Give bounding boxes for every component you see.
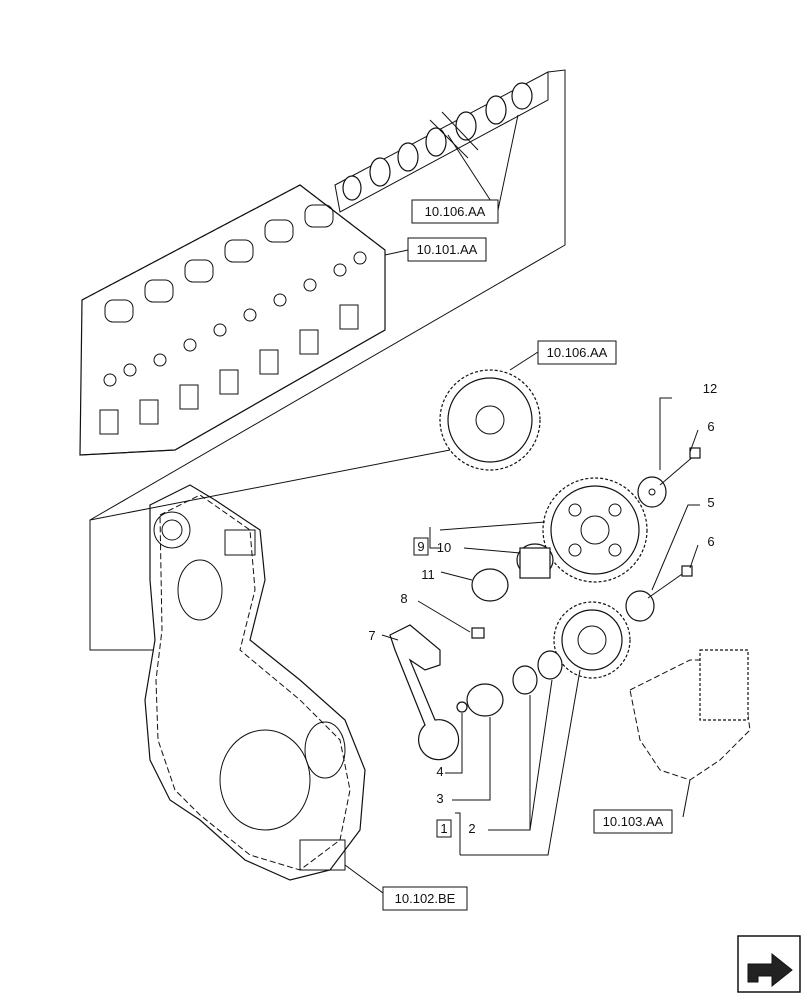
ref-flywheel-housing-label: 10.102.BE bbox=[395, 891, 456, 906]
pin-11 bbox=[471, 568, 509, 602]
ref-camshaft-gear[interactable]: 10.106.AA bbox=[537, 340, 617, 365]
callout-10: 10 bbox=[437, 540, 451, 555]
idler-gear-lower bbox=[553, 601, 631, 679]
cylinder-head bbox=[79, 184, 386, 456]
callout-8: 8 bbox=[400, 591, 407, 606]
camshaft bbox=[334, 71, 549, 213]
callout-2: 2 bbox=[468, 821, 475, 836]
callout-3: 3 bbox=[436, 791, 443, 806]
callout-9: 9 bbox=[417, 539, 424, 554]
camshaft-drive-gear bbox=[439, 369, 541, 471]
callout-7: 7 bbox=[368, 628, 375, 643]
callout-1: 1 bbox=[440, 821, 447, 836]
bushing-10 bbox=[516, 543, 554, 579]
pin-3 bbox=[466, 683, 504, 717]
assembly-frame-upper bbox=[89, 69, 566, 651]
ref-cylinder-head[interactable]: 10.101.AA bbox=[407, 237, 487, 262]
ref-crankshaft-label: 10.103.AA bbox=[603, 814, 664, 829]
callout-6-upper: 6 bbox=[707, 419, 714, 434]
bolt-8 bbox=[471, 627, 485, 639]
ref-crankshaft[interactable]: 10.103.AA bbox=[593, 809, 673, 834]
bushings-2 bbox=[512, 650, 563, 695]
ref-camshaft-label: 10.106.AA bbox=[425, 204, 486, 219]
idler-gear-upper bbox=[542, 477, 648, 583]
nut-4 bbox=[456, 701, 468, 713]
callout-5: 5 bbox=[707, 495, 714, 510]
callout-6-lower: 6 bbox=[707, 534, 714, 549]
callout-12: 12 bbox=[703, 381, 717, 396]
callout-11: 11 bbox=[421, 567, 435, 582]
callout-1-bracket bbox=[455, 812, 461, 855]
ref-camshaft[interactable]: 10.106.AA bbox=[411, 199, 499, 224]
thrust-plate-5 bbox=[625, 590, 655, 622]
crankshaft bbox=[629, 649, 751, 781]
ref-flywheel-housing[interactable]: 10.102.BE bbox=[382, 886, 468, 911]
leader-lines bbox=[89, 114, 700, 894]
thrust-plate-12 bbox=[637, 476, 667, 508]
ref-camshaft-gear-label: 10.106.AA bbox=[547, 345, 608, 360]
bolt-6-lower bbox=[647, 565, 693, 599]
callout-numbers: 12 6 5 6 9 10 11 8 7 4 3 1 2 bbox=[368, 381, 717, 838]
next-page-arrow-icon[interactable] bbox=[737, 935, 801, 993]
ref-cylinder-head-label: 10.101.AA bbox=[417, 242, 478, 257]
callout-4: 4 bbox=[436, 764, 443, 779]
flywheel-housing bbox=[144, 484, 366, 881]
callout-9-bracket bbox=[429, 527, 440, 549]
bolt-6-upper bbox=[659, 447, 701, 486]
oil-pipe-7 bbox=[389, 624, 460, 761]
